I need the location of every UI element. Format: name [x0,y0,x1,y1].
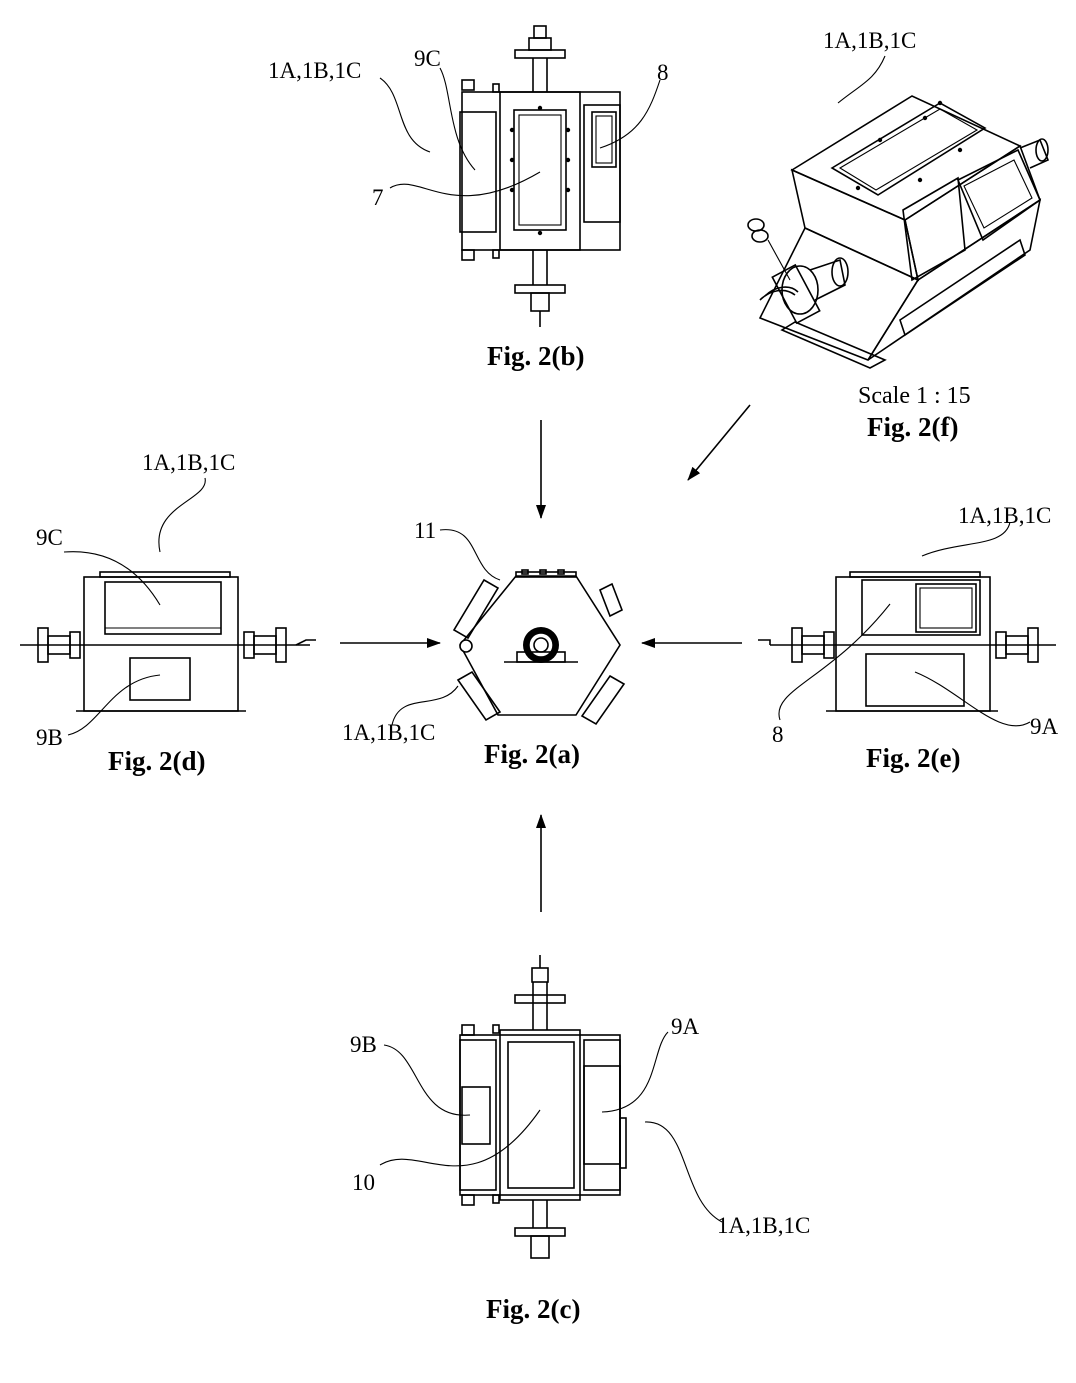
figure-2d-drawing [20,571,316,712]
label-2e-body: 1A,1B,1C [958,503,1051,528]
leader-2d-body [158,477,206,553]
scale-note-2f: Scale 1 : 15 [858,383,971,409]
label-2d-9b: 9B [36,725,63,750]
view-arrows [340,404,751,912]
caption-fig-2c: Fig. 2(c) [486,1294,580,1324]
leader-2e-9a [914,671,1031,727]
caption-fig-2f: Fig. 2(f) [867,412,958,442]
figure-2b: 1A,1B,1C 9C 8 7 Fig. 2(b) [268,25,669,371]
leader-2b-body [379,77,431,153]
leader-2e-body [921,521,1011,557]
leader-2b-9c [439,67,476,171]
figure-2a: 11 1A,1B,1C Fig. 2(a) [342,518,626,769]
leader-2c-9a [601,1031,669,1113]
caption-fig-2e: Fig. 2(e) [866,743,960,773]
figure-2b-drawing [459,25,621,327]
caption-fig-2d: Fig. 2(d) [108,746,206,776]
leader-2e-8 [778,603,891,721]
figure-2e: 1A,1B,1C 8 9A Fig. 2(e) [758,503,1059,773]
label-2b-9c: 9C [414,46,441,71]
leader-2a-body [391,685,459,726]
label-2e-9a: 9A [1030,714,1059,739]
caption-fig-2b: Fig. 2(b) [487,341,585,371]
figure-2a-drawing [452,569,626,726]
label-2d-9c: 9C [36,525,63,550]
leader-2c-body [644,1121,723,1223]
leader-2c-9b [383,1044,471,1116]
label-2b-7: 7 [372,185,384,210]
leader-2b-8 [599,79,661,149]
figure-2c: 9B 9A 10 1A,1B,1C Fig. 2(c) [350,955,810,1324]
leader-2c-10 [379,1109,541,1167]
label-2c-10: 10 [352,1170,375,1195]
figure-2e-drawing [758,571,1056,712]
label-2c-body: 1A,1B,1C [717,1213,810,1238]
figure-2d: 1A,1B,1C 9C 9B Fig. 2(d) [20,450,316,776]
label-2a-body: 1A,1B,1C [342,720,435,745]
label-2b-8: 8 [657,60,669,85]
label-2d-body: 1A,1B,1C [142,450,235,475]
label-2c-9a: 9A [671,1014,700,1039]
label-2f-body: 1A,1B,1C [823,28,916,53]
label-2e-8: 8 [772,722,784,747]
leader-2d-9b [67,674,161,736]
caption-fig-2a: Fig. 2(a) [484,739,580,769]
label-2c-9b: 9B [350,1032,377,1057]
label-2b-body: 1A,1B,1C [268,58,361,83]
figure-2f: 1A,1B,1C Scale 1 : 15 Fig. 2(f) [747,28,1050,442]
leader-2d-9c [63,551,161,606]
leader-2a-11 [439,529,501,581]
figure-2f-drawing [747,95,1050,369]
leader-2f-body [837,55,886,104]
label-2a-11: 11 [414,518,436,543]
figure-2c-drawing [459,955,627,1259]
leader-2b-7 [389,171,541,197]
arrow-from-iso [687,404,751,481]
